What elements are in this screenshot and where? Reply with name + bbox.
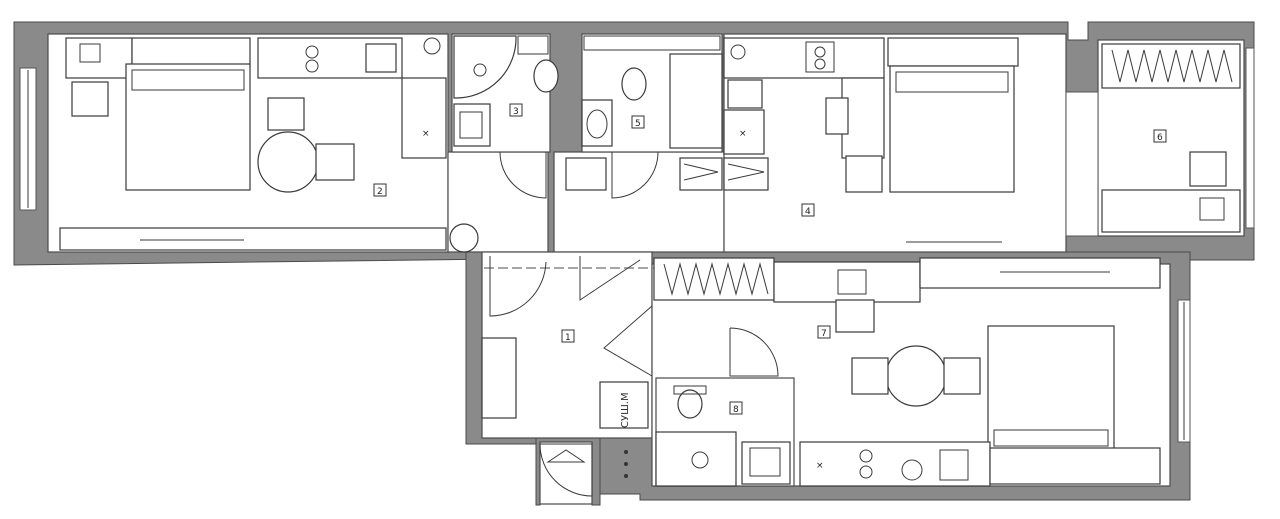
- shelf-left: [679, 157, 723, 191]
- chair-7a: [851, 357, 889, 395]
- wardrobe-7b: [989, 447, 1161, 485]
- room-label-2: 2: [373, 183, 387, 197]
- room-7-furniture: ×: [653, 257, 1161, 487]
- floor-entry: [539, 441, 593, 505]
- dining-table: [257, 131, 319, 193]
- room-labels: 1 2 3 4 5 6 7 8: [373, 103, 1167, 415]
- bed-4: [889, 65, 1015, 193]
- washbasin: [453, 103, 491, 147]
- dryer-label: СУШ.М: [620, 392, 631, 428]
- bottom-storage: [59, 227, 447, 251]
- door-3: [499, 151, 547, 199]
- counter-right: [401, 77, 447, 159]
- chair-4: [825, 97, 849, 135]
- room-5-furniture: [581, 35, 723, 149]
- room-label-6: 6: [1153, 129, 1167, 143]
- room-number-2: 2: [377, 187, 383, 197]
- room-8-furniture: [655, 327, 791, 487]
- door-swing-1: [489, 256, 547, 317]
- window-room-4-6: [1065, 91, 1099, 237]
- chair-7: [835, 299, 875, 333]
- room-number-7: 7: [821, 329, 827, 339]
- svg-text:×: ×: [816, 461, 824, 471]
- toilet-5: [621, 67, 647, 101]
- room-number-3: 3: [513, 107, 519, 117]
- chair-3: [315, 143, 355, 181]
- counter-4: [723, 109, 765, 155]
- closet-6: [1101, 43, 1241, 89]
- bin: [449, 223, 479, 253]
- door-5: [611, 151, 659, 199]
- wardrobe-4: [887, 37, 1019, 67]
- cabinet: [565, 157, 607, 191]
- shower-8: [655, 431, 737, 487]
- chair-2: [267, 97, 305, 131]
- toilet: [533, 59, 559, 93]
- desk-6: [1101, 189, 1241, 233]
- door-swing-1b: [579, 256, 641, 301]
- chair: [71, 81, 109, 117]
- svg-text:×: ×: [422, 129, 430, 139]
- room-number-5: 5: [635, 119, 641, 129]
- sink-4: [727, 79, 763, 109]
- svg-text:×: ×: [739, 129, 747, 139]
- room-6-furniture: [1101, 43, 1241, 233]
- room-label-1: 1: [561, 329, 575, 343]
- room-4-furniture: ×: [723, 37, 1019, 243]
- chair-4b: [845, 155, 883, 193]
- toilet-8: [677, 389, 703, 419]
- corridor-furniture: [565, 157, 769, 191]
- door-swing-8: [729, 327, 779, 377]
- window-room-6: [1245, 47, 1255, 229]
- washbasin-5: [581, 99, 613, 147]
- room-number-6: 6: [1157, 133, 1163, 143]
- shelf-right: [723, 157, 769, 191]
- room-label-3: 3: [509, 103, 523, 117]
- room-3-furniture: [453, 35, 559, 147]
- bench: [481, 337, 517, 419]
- chair-6: [1189, 151, 1227, 187]
- room-number-8: 8: [733, 405, 739, 415]
- kitchen-7: [799, 441, 991, 487]
- room-number-1: 1: [565, 333, 571, 343]
- room-number-4: 4: [805, 207, 811, 217]
- room-label-4: 4: [801, 203, 815, 217]
- desk-7: [773, 261, 921, 303]
- table-7: [885, 345, 947, 407]
- room-label-7: 7: [817, 325, 831, 339]
- room-label-8: 8: [729, 401, 743, 415]
- dryer: [599, 381, 649, 429]
- wardrobe-7: [653, 257, 775, 301]
- doors: [499, 151, 659, 497]
- shelf-7: [919, 257, 1161, 289]
- door-entry: [539, 443, 593, 497]
- chair-7b: [943, 357, 981, 395]
- door-swing-1c: [603, 305, 653, 377]
- bed-7: [987, 325, 1115, 451]
- room-2-furniture: ×: [59, 37, 479, 253]
- kitchen-4: [723, 37, 885, 79]
- bathtub: [669, 53, 723, 149]
- wardrobe-top: [131, 37, 251, 67]
- sink: [365, 43, 397, 73]
- room-label-5: 5: [631, 115, 645, 129]
- windows: [19, 47, 1255, 443]
- bed: [125, 63, 251, 191]
